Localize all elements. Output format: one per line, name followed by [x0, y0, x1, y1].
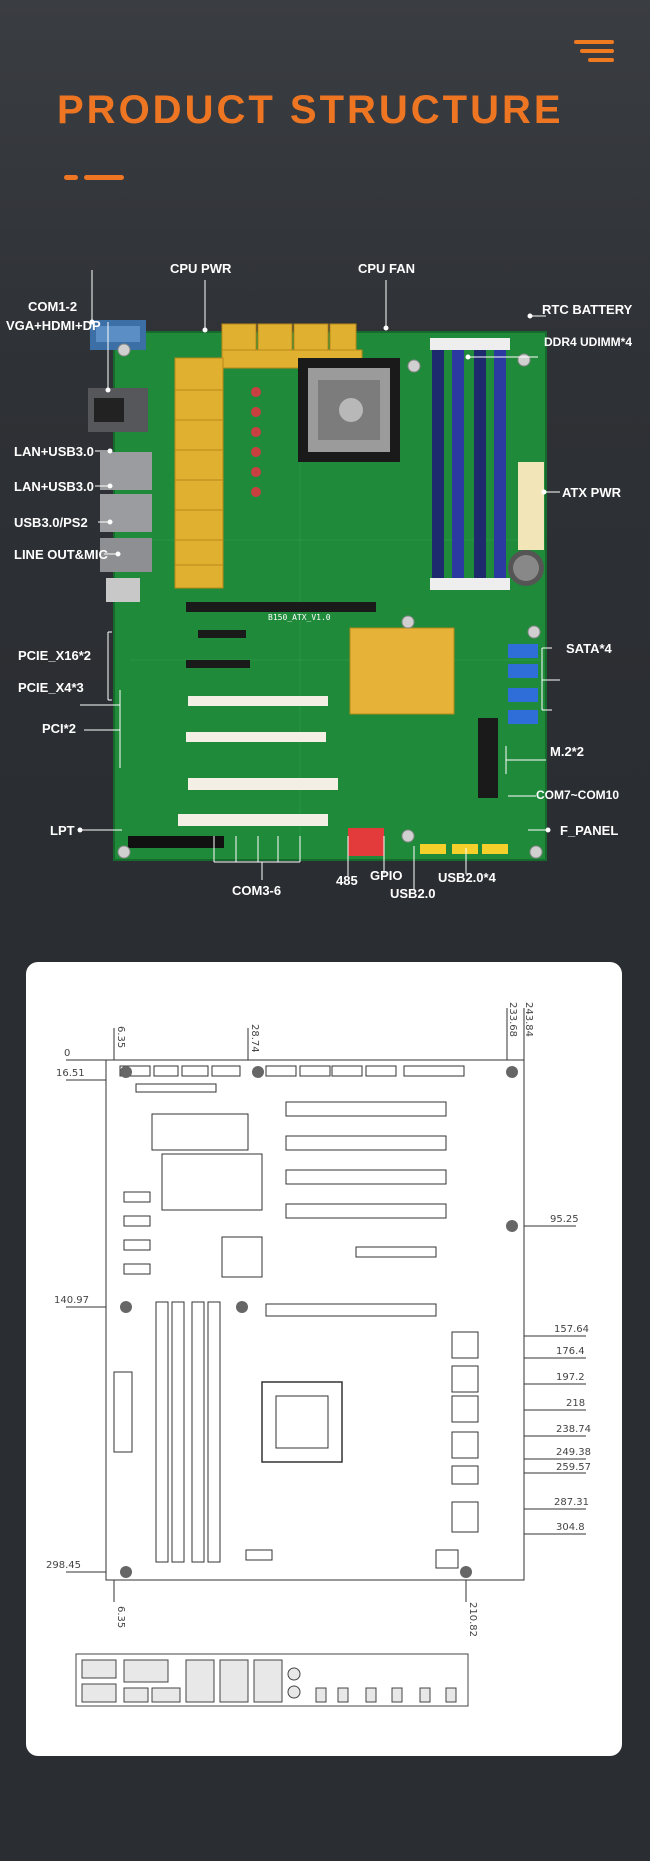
dim-bottom-1: 210.82 [467, 1602, 478, 1637]
label-pcie-x4: PCIE_X4*3 [18, 680, 84, 695]
label-com3-6: COM3-6 [232, 883, 282, 898]
dim-right-8: 287.31 [554, 1497, 589, 1508]
dim-right-9: 304.8 [556, 1522, 585, 1533]
label-pcie-x16: PCIE_X16*2 [18, 648, 91, 663]
dim-top-1: 28.74 [249, 1024, 260, 1053]
label-f-panel: F_PANEL [560, 823, 619, 838]
label-sata: SATA*4 [566, 641, 612, 656]
label-vga-hdmi-dp: VGA+HDMI+DP [6, 318, 101, 333]
dim-left-1: 16.51 [56, 1068, 85, 1079]
label-gpio: GPIO [370, 868, 403, 883]
label-pci: PCI*2 [42, 721, 76, 736]
dim-left-3: 298.45 [46, 1560, 81, 1571]
label-cpu-fan: CPU FAN [358, 261, 416, 276]
dim-top-3: 243.84 [523, 1002, 534, 1037]
dim-top-0: 6.35 [115, 1026, 126, 1048]
label-usb2-4: USB2.0*4 [438, 870, 496, 885]
dim-right-2: 176.4 [556, 1346, 585, 1357]
page-title: PRODUCT STRUCTURE [57, 88, 564, 132]
dim-right-4: 218 [566, 1398, 585, 1409]
dim-right-0: 95.25 [550, 1214, 579, 1225]
label-com7-10: COM7~COM10 [536, 788, 620, 802]
label-lpt: LPT [50, 823, 75, 838]
label-ddr4: DDR4 UDIMM*4 [544, 335, 633, 349]
label-usb2: USB2.0 [390, 886, 436, 901]
motherboard-photo: B150_ATX_V1.0 [77, 270, 560, 890]
mechanical-drawing-card: 0 16.51 140.97 298.45 6.35 28.74 233.68 … [26, 962, 622, 1756]
board-silkscreen: B150_ATX_V1.0 [268, 613, 331, 622]
dim-right-5: 238.74 [556, 1424, 591, 1435]
dim-right-7: 259.57 [556, 1462, 591, 1473]
hamburger-menu-icon[interactable] [574, 40, 614, 62]
dim-left-2: 140.97 [54, 1295, 89, 1306]
dim-bottom-0: 6.35 [115, 1606, 126, 1628]
dim-left-0: 0 [64, 1048, 70, 1059]
dim-right-6: 249.38 [556, 1447, 591, 1458]
label-rtc-battery: RTC BATTERY [542, 302, 633, 317]
label-line-out-mic: LINE OUT&MIC [14, 547, 108, 562]
label-cpu-pwr: CPU PWR [170, 261, 232, 276]
label-com1-2: COM1-2 [28, 299, 78, 314]
label-lan-usb3-2: LAN+USB3.0 [14, 479, 94, 494]
dim-right-3: 197.2 [556, 1372, 585, 1383]
title-underline [84, 175, 124, 180]
label-usb3-ps2: USB3.0/PS2 [14, 515, 88, 530]
motherboard-diagram: B150_ATX_V1.0 [0, 240, 650, 920]
label-atx-pwr: ATX PWR [562, 485, 621, 500]
label-lan-usb3-1: LAN+USB3.0 [14, 444, 94, 459]
label-485: 485 [336, 873, 358, 888]
mechanical-drawing: 0 16.51 140.97 298.45 6.35 28.74 233.68 … [46, 1002, 591, 1707]
dim-right-1: 157.64 [554, 1324, 589, 1335]
label-m2: M.2*2 [550, 744, 584, 759]
title-underline-dot [64, 175, 78, 180]
dim-top-2: 233.68 [507, 1002, 518, 1037]
